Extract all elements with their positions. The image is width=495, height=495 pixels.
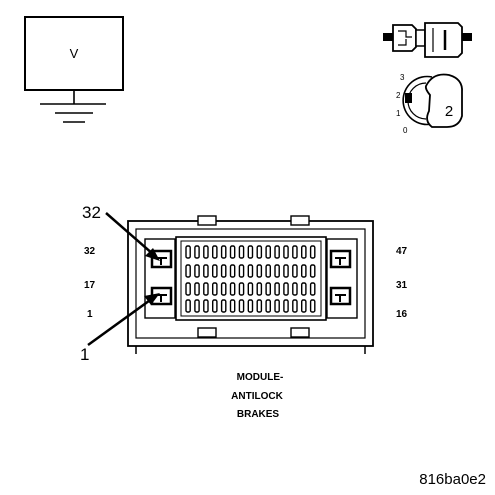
pin-cavity bbox=[301, 282, 307, 296]
pin-cavity bbox=[220, 264, 227, 278]
pin-cavity bbox=[194, 299, 200, 313]
pin-cavity bbox=[238, 299, 245, 313]
callout-label-bottom: 1 bbox=[80, 345, 89, 364]
component-title-line-1: MODULE- bbox=[237, 372, 284, 383]
pin-cavity bbox=[256, 299, 263, 313]
pin-cavity bbox=[309, 282, 316, 296]
pin-cavity bbox=[265, 245, 272, 259]
pin-label-right-middle: 31 bbox=[396, 280, 408, 291]
right-latch-bottom bbox=[329, 286, 352, 306]
key-position-2: 2 bbox=[396, 91, 401, 100]
pin-cavity bbox=[274, 299, 280, 313]
housing-tab-top-right bbox=[290, 215, 310, 226]
pin-cavity bbox=[265, 299, 272, 313]
housing-tab-bottom-left bbox=[197, 327, 217, 338]
figure-id: 816ba0e2 bbox=[419, 471, 486, 488]
pin-cavity bbox=[220, 299, 227, 313]
pin-cavity bbox=[238, 282, 245, 296]
pin-cavity bbox=[256, 282, 263, 296]
pin-cavity bbox=[283, 299, 289, 313]
pin-cavity bbox=[309, 245, 316, 259]
pin-cavity bbox=[185, 299, 191, 313]
pin-label-left-bottom: 1 bbox=[87, 309, 93, 320]
key-number: 2 bbox=[445, 103, 453, 120]
callout-label-top: 32 bbox=[82, 203, 101, 222]
pin-cavity bbox=[194, 282, 200, 296]
pin-cavity bbox=[292, 299, 298, 313]
pin-cavity bbox=[220, 245, 227, 259]
pin-cavity bbox=[301, 245, 307, 259]
pin-cavity bbox=[283, 264, 289, 278]
component-title-line-3: BRAKES bbox=[237, 409, 280, 420]
pin-row-top bbox=[185, 245, 316, 278]
pin-cavity bbox=[185, 245, 191, 259]
callout-arrow-top bbox=[105, 212, 160, 261]
pin-cavity bbox=[309, 299, 316, 313]
pin-cavity bbox=[256, 245, 263, 259]
pin-cavity bbox=[265, 282, 272, 296]
pin-cavity bbox=[211, 245, 218, 259]
pin-cavity bbox=[274, 282, 280, 296]
ignition-key-icon: 3 2 1 0 2 bbox=[396, 73, 463, 135]
ground-icon bbox=[40, 90, 106, 123]
key-position-0: 0 bbox=[403, 126, 408, 135]
voltmeter-symbol: V bbox=[24, 16, 124, 123]
callout-arrow-bottom bbox=[87, 293, 160, 347]
pin-cavity bbox=[274, 264, 280, 278]
connector-plug-icon bbox=[383, 22, 472, 58]
voltmeter-label: V bbox=[70, 46, 79, 61]
pin-cavity bbox=[211, 299, 218, 313]
pin-cavity bbox=[301, 264, 307, 278]
pin-cavity bbox=[292, 245, 298, 259]
pin-cavity bbox=[229, 299, 236, 313]
abs-module-connector bbox=[127, 215, 374, 354]
pin-cavity bbox=[265, 264, 272, 278]
pin-cavity bbox=[247, 282, 254, 296]
pin-cavity bbox=[203, 299, 209, 313]
housing-tab-top-left bbox=[197, 215, 217, 226]
pin-cavity bbox=[292, 282, 298, 296]
pin-cavity bbox=[211, 264, 218, 278]
pin-cavity bbox=[203, 282, 209, 296]
pin-cavity bbox=[309, 264, 316, 278]
pin-cavity bbox=[274, 245, 280, 259]
pin-cavity bbox=[203, 245, 209, 259]
right-latch-top bbox=[329, 249, 352, 269]
key-position-1: 1 bbox=[396, 109, 401, 118]
pin-cavity bbox=[211, 282, 218, 296]
pin-cavity bbox=[229, 282, 236, 296]
pin-cavity bbox=[247, 264, 254, 278]
pin-cavity bbox=[283, 245, 289, 259]
housing-tab-bottom-right bbox=[290, 327, 310, 338]
pin-cavity bbox=[301, 299, 307, 313]
pin-cavity bbox=[256, 264, 263, 278]
pin-cavity bbox=[238, 245, 245, 259]
pin-label-left-middle: 17 bbox=[84, 280, 96, 291]
pin-label-left-top: 32 bbox=[84, 246, 96, 257]
pin-label-right-bottom: 16 bbox=[396, 309, 408, 320]
pin-cavity bbox=[194, 245, 200, 259]
pin-row-bottom bbox=[185, 282, 316, 313]
pin-cavity bbox=[229, 245, 236, 259]
pin-label-right-top: 47 bbox=[396, 246, 408, 257]
pin-cavity bbox=[203, 264, 209, 278]
pin-cavity bbox=[220, 282, 227, 296]
pin-cavity bbox=[292, 264, 298, 278]
key-position-3: 3 bbox=[400, 73, 405, 82]
pin-cavity bbox=[247, 245, 254, 259]
pin-cavity bbox=[229, 264, 236, 278]
pin-cavity bbox=[194, 264, 200, 278]
pin-cavity bbox=[247, 299, 254, 313]
component-title-line-2: ANTILOCK bbox=[231, 391, 283, 402]
pin-cavity bbox=[283, 282, 289, 296]
pin-cavity bbox=[185, 282, 191, 296]
pin-cavity bbox=[238, 264, 245, 278]
pin-cavity bbox=[185, 264, 191, 278]
